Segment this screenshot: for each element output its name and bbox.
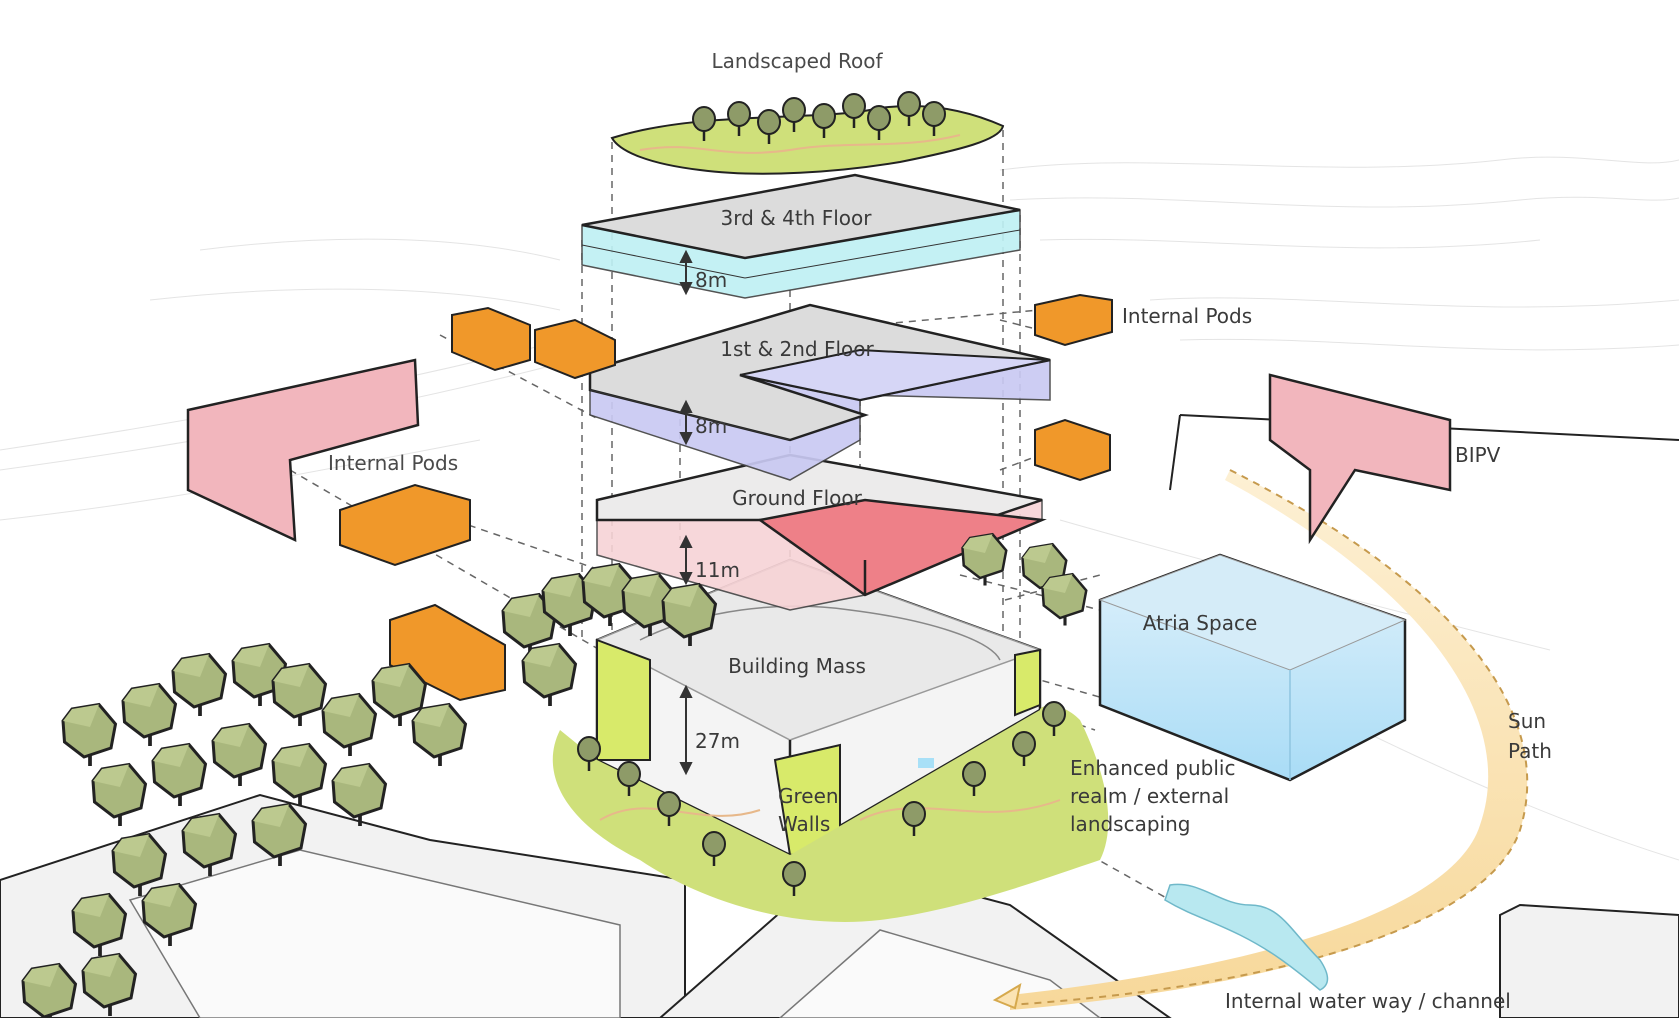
sun-path xyxy=(992,469,1529,1010)
label-height-mass: 27m xyxy=(695,729,740,753)
label-sun-path-1: Sun xyxy=(1508,709,1546,733)
label-ground-floor: Ground Floor xyxy=(732,486,862,510)
first-second-floor xyxy=(588,303,1051,481)
landscaped-roof xyxy=(610,90,1005,175)
label-green-walls-1: Green xyxy=(778,784,839,808)
label-atria-space: Atria Space xyxy=(1143,611,1258,635)
label-waterway: Internal water way / channel xyxy=(1225,989,1511,1013)
labels: Landscaped Roof 3rd & 4th Floor 8m 1st &… xyxy=(328,49,1552,1013)
dimension-arrows xyxy=(679,249,693,776)
label-height-ground: 11m xyxy=(695,558,740,582)
water-channel xyxy=(1164,883,1329,991)
water-outlet xyxy=(918,758,934,768)
label-internal-pods-left: Internal Pods xyxy=(328,451,458,475)
atria-space xyxy=(1098,553,1407,782)
bipv-panels xyxy=(186,358,1452,545)
label-sun-path-2: Path xyxy=(1508,739,1552,763)
ground-floor xyxy=(595,453,1047,611)
label-public-realm-3: landscaping xyxy=(1070,812,1190,836)
label-height-1-2: 8m xyxy=(695,414,727,438)
public-realm-landscaping xyxy=(552,700,1109,922)
label-landscaped-roof: Landscaped Roof xyxy=(711,49,883,73)
label-building-mass: Building Mass xyxy=(728,654,866,678)
label-internal-pods-right: Internal Pods xyxy=(1122,304,1252,328)
label-green-walls-2: Walls xyxy=(778,812,830,836)
label-public-realm-1: Enhanced public xyxy=(1070,756,1235,780)
label-height-3-4: 8m xyxy=(695,268,727,292)
label-floor-1-2: 1st & 2nd Floor xyxy=(720,337,874,361)
label-public-realm-2: realm / external xyxy=(1070,784,1229,808)
third-fourth-floor xyxy=(581,173,1021,299)
label-bipv: BIPV xyxy=(1455,443,1501,467)
label-floor-3-4: 3rd & 4th Floor xyxy=(721,206,873,230)
